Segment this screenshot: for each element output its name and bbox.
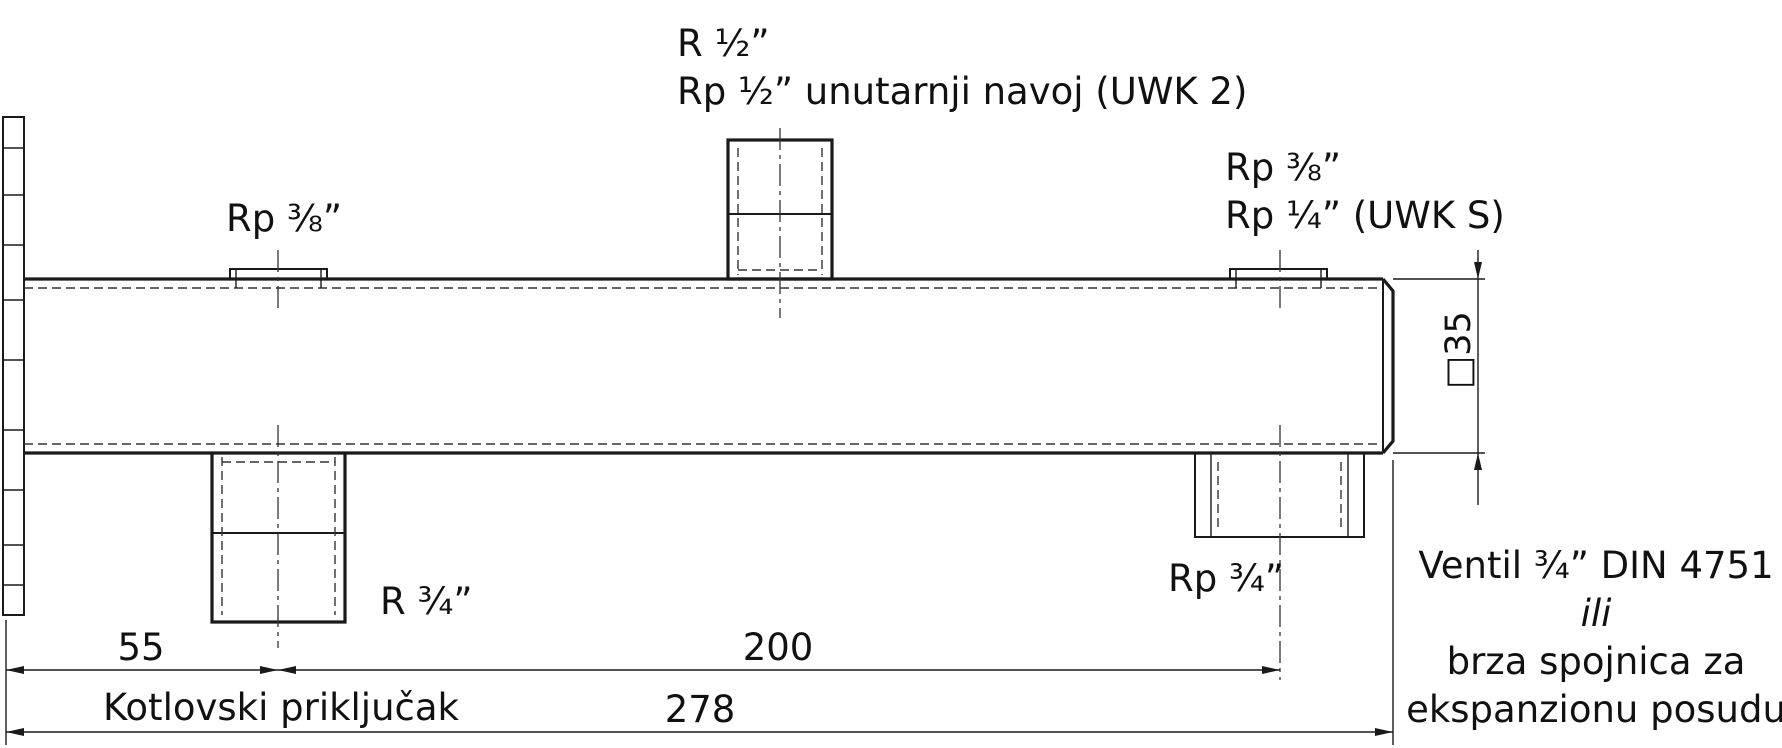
dimension-278: 278 — [6, 688, 1393, 736]
right-sensor-port-label-line2: Rp ¼” (UWK S) — [1225, 194, 1505, 237]
top-connection — [726, 128, 834, 318]
dimension-278-value: 278 — [665, 688, 736, 731]
dimension-200-value: 200 — [743, 626, 814, 669]
dimension-55-value: 55 — [117, 626, 164, 669]
dimension-55: 55 — [6, 626, 278, 674]
bottom-right-connection — [1194, 425, 1365, 680]
flange-plate — [2, 116, 25, 616]
boiler-connection-label: Kotlovski priključak — [103, 686, 460, 729]
left-sensor-port — [229, 250, 328, 310]
valve-label-line4: ekspanzionu posudu — [1406, 688, 1782, 731]
right-sensor-port — [1229, 250, 1328, 310]
main-pipe — [24, 277, 1395, 455]
bottom-right-connection-label: Rp ¾” — [1168, 557, 1284, 600]
left-sensor-port-label: Rp ⅜” — [226, 197, 342, 240]
extension-lines — [5, 460, 1394, 745]
section-dimension-value: □35 — [1439, 311, 1479, 389]
valve-label-line2: ili — [1581, 592, 1613, 635]
valve-label-line3: brza spojnica za — [1447, 640, 1746, 683]
section-dimension: □35 — [1393, 250, 1485, 505]
valve-label-line1: Ventil ¾” DIN 4751 — [1418, 544, 1773, 587]
bottom-left-connection-label: R ¾” — [380, 580, 473, 623]
top-connection-label-line1: R ½” — [677, 22, 770, 65]
top-connection-label-line2: Rp ½” unutarnji navoj (UWK 2) — [677, 70, 1247, 113]
right-sensor-port-label-line1: Rp ⅜” — [1225, 146, 1341, 189]
dimension-200: 200 — [278, 626, 1280, 674]
bottom-left-connection — [210, 425, 347, 648]
